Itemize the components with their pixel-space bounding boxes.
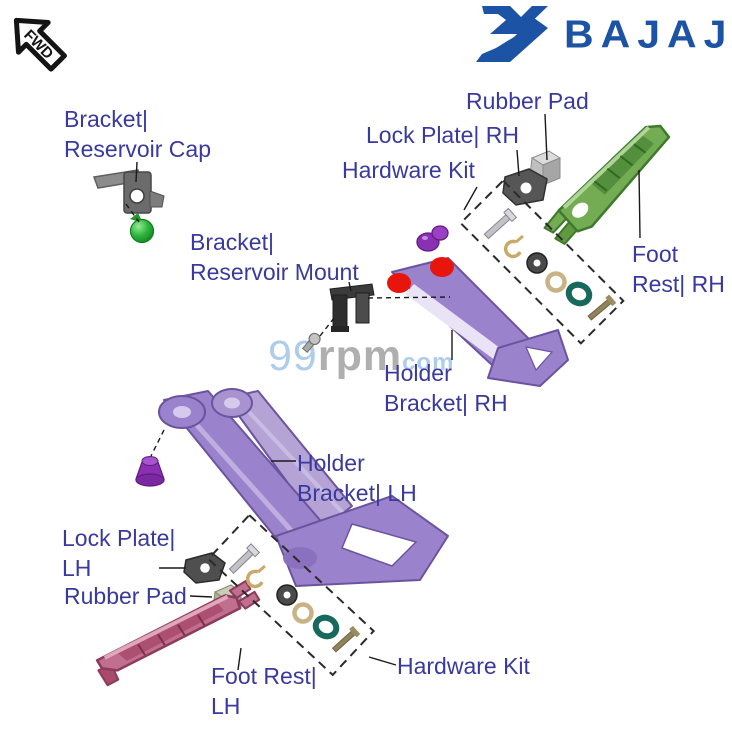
label-line: Reservoir Cap <box>64 136 211 162</box>
reservoir-cap-ball-part <box>129 213 155 244</box>
fwd-direction-badge: FWD <box>13 17 67 72</box>
label-holder-bracket-lh: Holder Bracket| LH <box>297 448 417 508</box>
label-rubber-pad-lh: Rubber Pad <box>64 581 187 611</box>
label-line: Rest| RH <box>632 271 725 297</box>
label-lock-plate-lh: Lock Plate| LH <box>62 523 175 583</box>
label-line: Holder <box>384 360 452 386</box>
label-line: Rubber Pad <box>466 88 589 114</box>
lock-plate-rh-part <box>502 168 548 206</box>
label-hardware-kit-rh: Hardware Kit <box>342 155 475 185</box>
label-line: Foot Rest| <box>211 663 317 689</box>
label-bracket-reservoir-cap: Bracket| Reservoir Cap <box>64 104 211 164</box>
bajaj-logo-icon <box>476 6 548 62</box>
mount-knob-rh-part <box>416 225 449 252</box>
label-line: Bracket| <box>190 229 274 255</box>
label-line: Holder <box>297 450 365 476</box>
label-rubber-pad-rh: Rubber Pad <box>466 86 589 116</box>
label-line: Lock Plate| RH <box>366 122 519 148</box>
label-line: Lock Plate| <box>62 525 176 551</box>
label-line: Hardware Kit <box>342 157 475 183</box>
hardware-kit-lh-contents <box>228 543 361 653</box>
bajaj-logo-text: BAJAJ <box>564 12 732 56</box>
holder-bracket-rh-part <box>387 257 569 387</box>
label-holder-bracket-rh: Holder Bracket| RH <box>384 358 508 418</box>
mount-screw-part <box>301 332 321 354</box>
label-foot-rest-lh: Foot Rest| LH <box>211 661 317 721</box>
label-line: Foot <box>632 241 679 267</box>
label-foot-rest-rh: Foot Rest| RH <box>632 239 725 299</box>
label-line: Rubber Pad <box>64 583 187 609</box>
label-line: Bracket| RH <box>384 390 508 416</box>
label-line: Bracket| LH <box>297 480 417 506</box>
assembly-dashed-lines <box>125 203 451 457</box>
label-line: Hardware Kit <box>397 653 530 679</box>
label-line: LH <box>62 555 92 581</box>
bajaj-logo: BAJAJ <box>466 4 732 64</box>
watermark-99rpm: 99rpmcom <box>268 332 454 381</box>
hardware-kit-rh-contents <box>483 207 617 321</box>
foot-rest-rh-part <box>543 124 671 245</box>
fwd-arrow-icon <box>13 17 67 72</box>
lock-plate-lh-part <box>183 552 226 584</box>
label-line: LH <box>211 693 241 719</box>
label-line: Reservoir Mount <box>190 259 359 285</box>
bracket-reservoir-cap-part <box>92 169 165 214</box>
hardware-kit-rh-box <box>459 179 625 345</box>
mount-knob-lh-part <box>135 456 165 487</box>
label-hardware-kit-lh: Hardware Kit <box>397 651 530 681</box>
bracket-reservoir-mount-part <box>329 283 375 332</box>
label-bracket-reservoir-mount: Bracket| Reservoir Mount <box>190 227 359 287</box>
foot-rest-lh-part <box>95 580 261 687</box>
label-lock-plate-rh: Lock Plate| RH <box>366 120 519 150</box>
leader-lines <box>135 113 641 671</box>
watermark-part3: com <box>402 349 455 376</box>
watermark-part2: rpm <box>317 332 403 380</box>
label-line: Bracket| <box>64 106 148 132</box>
hardware-kit-lh-box <box>206 513 376 677</box>
